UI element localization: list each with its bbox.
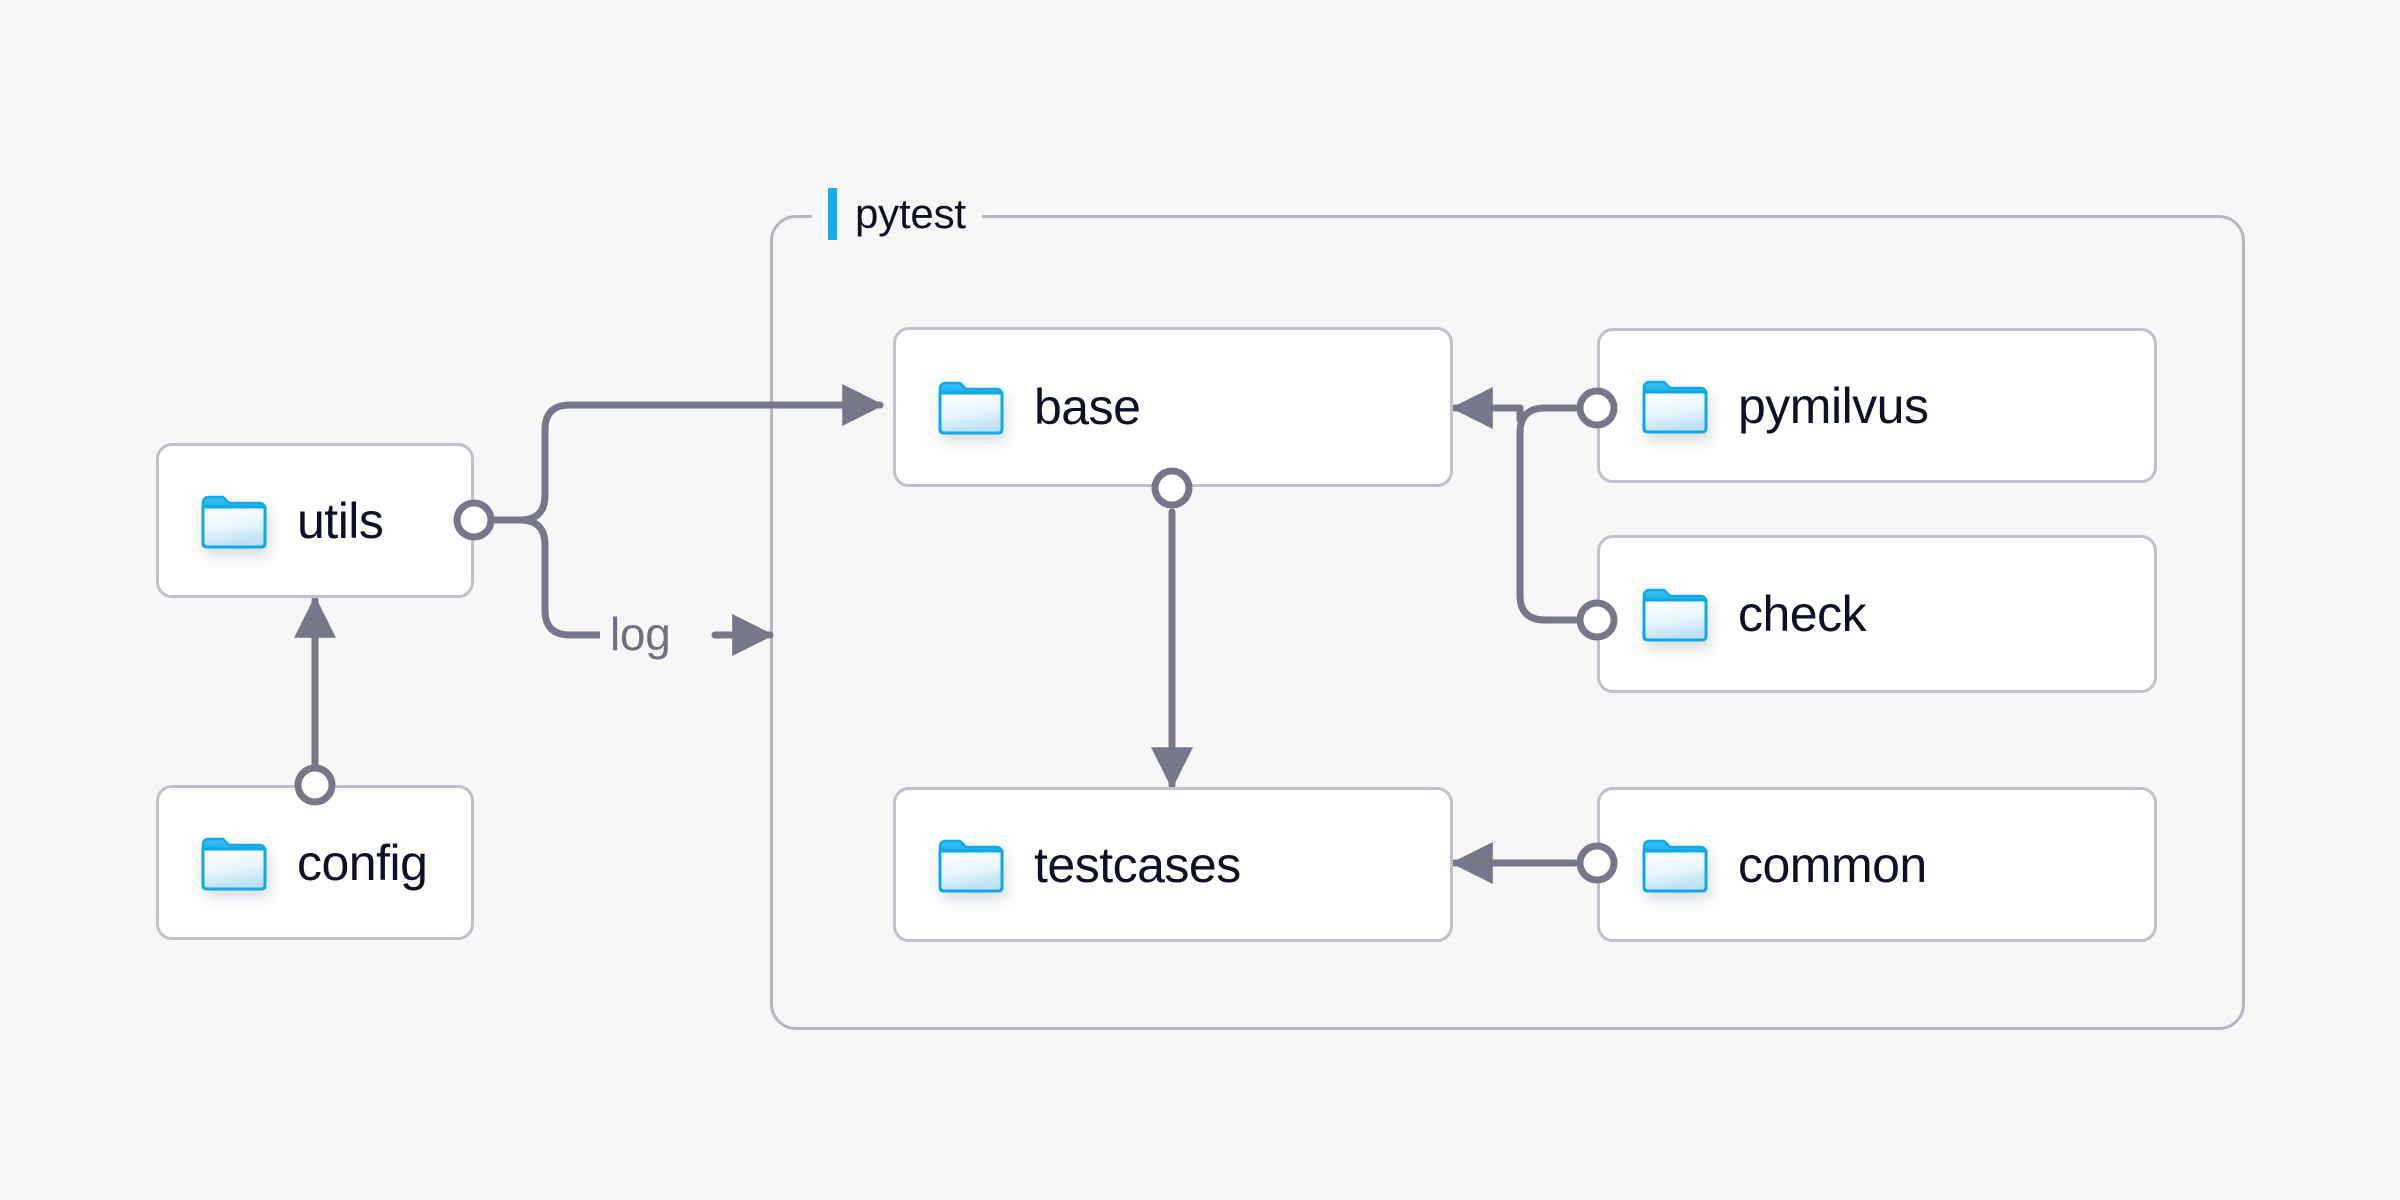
node-check[interactable]: check — [1597, 535, 2157, 693]
node-utils[interactable]: utils — [156, 443, 474, 598]
edge-label-log: log — [600, 607, 681, 661]
folder-icon — [201, 493, 267, 549]
node-label: config — [297, 834, 428, 891]
node-common[interactable]: common — [1597, 787, 2157, 942]
node-label: testcases — [1034, 836, 1241, 893]
folder-icon — [201, 835, 267, 891]
folder-icon — [938, 837, 1004, 893]
node-config[interactable]: config — [156, 785, 474, 940]
edge-utils-to-pytest-log — [516, 516, 604, 639]
node-label: utils — [297, 492, 384, 549]
folder-icon — [1642, 378, 1708, 434]
node-pymilvus[interactable]: pymilvus — [1597, 328, 2157, 483]
node-testcases[interactable]: testcases — [893, 787, 1453, 942]
folder-icon — [1642, 586, 1708, 642]
group-label-text: pytest — [855, 190, 966, 237]
folder-icon — [1642, 837, 1708, 893]
group-pytest-label: pytest — [812, 182, 982, 246]
node-base[interactable]: base — [893, 327, 1453, 487]
node-label: base — [1034, 379, 1141, 435]
node-label: pymilvus — [1738, 377, 1929, 434]
folder-icon — [938, 379, 1004, 435]
node-label: check — [1738, 586, 1867, 642]
node-label: common — [1738, 836, 1927, 893]
group-accent-bar — [828, 188, 837, 240]
